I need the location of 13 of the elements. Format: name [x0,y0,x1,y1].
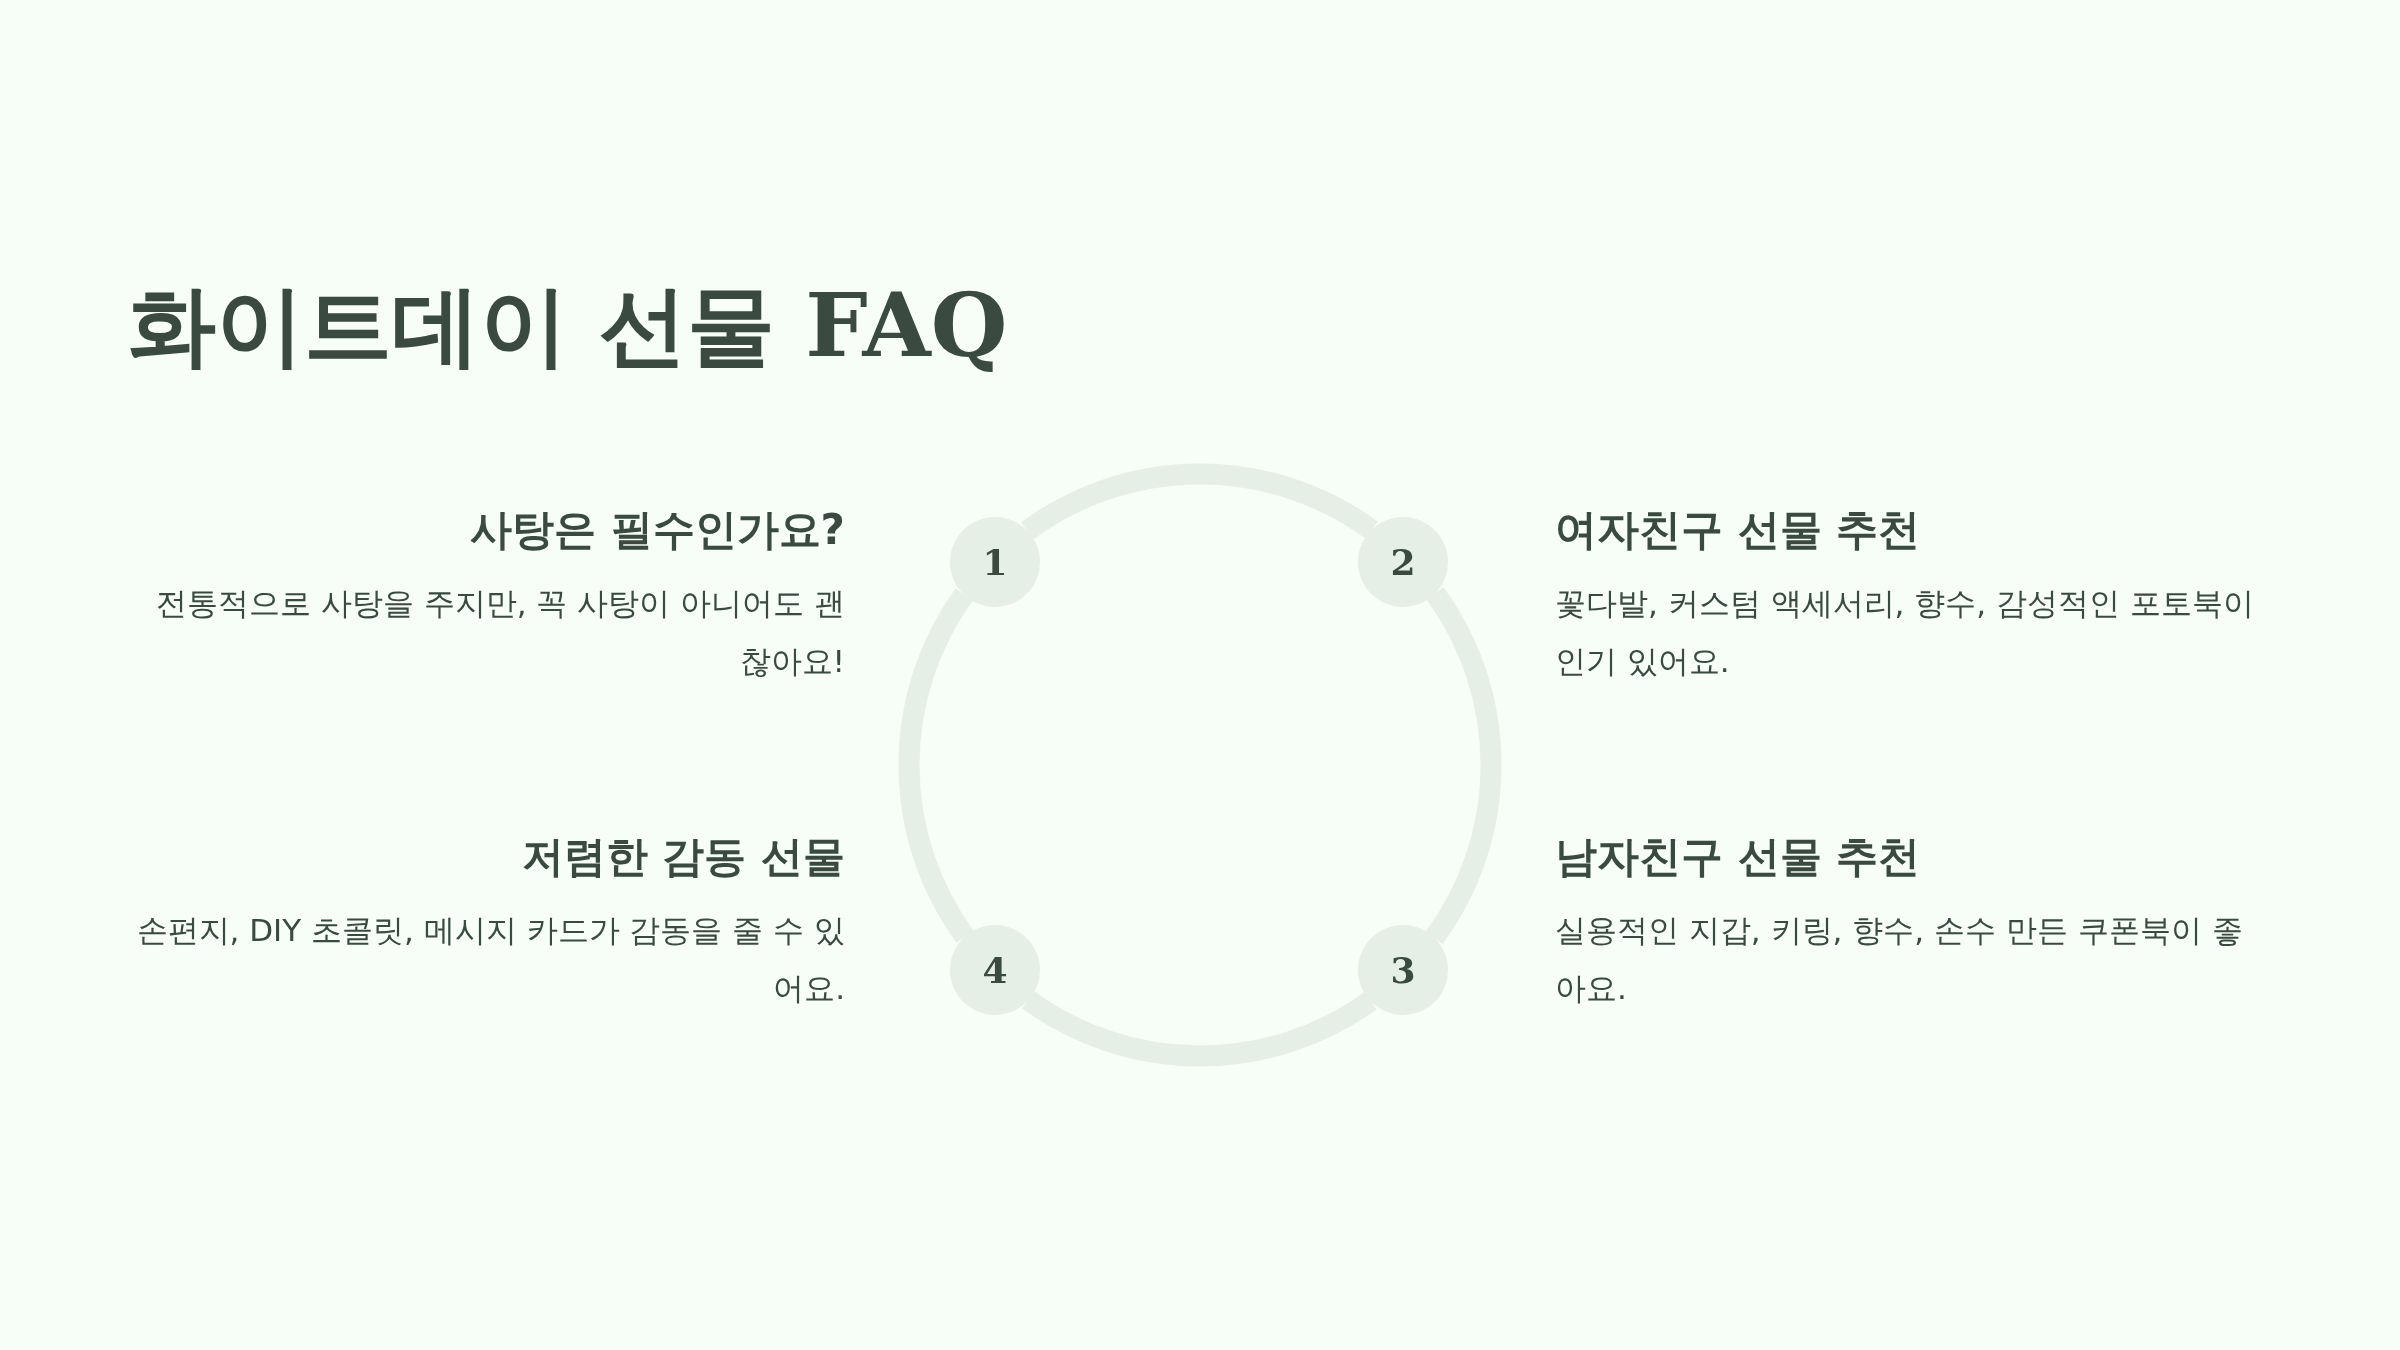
number-badge: 3 [1358,925,1448,1015]
faq-question: 여자친구 선물 추천 [1555,504,1922,556]
faq-answer: 꽃다발, 커스텀 액세서리, 향수, 감성적인 포토북이 인기 있어요. [1555,584,2255,681]
faq-question: 사탕은 필수인가요? [469,504,845,556]
faq-question: 남자친구 선물 추천 [1555,831,1922,883]
number-badge: 2 [1358,517,1448,607]
faq-answer: 손편지, DIY 초콜릿, 메시지 카드가 감동을 줄 수 있어요. [135,911,845,1008]
faq-answer: 실용적인 지갑, 키링, 향수, 손수 만든 쿠폰북이 좋아요. [1555,911,2244,1008]
number-badge: 1 [950,517,1040,607]
faq-answer: 전통적으로 사탕을 주지만, 꼭 사탕이 아니어도 괜찮아요! [155,584,845,681]
number-badge: 4 [950,925,1040,1015]
faq-question: 저렴한 감동 선물 [520,831,845,883]
title: 화이트데이 선물 FAQ [128,272,1008,379]
